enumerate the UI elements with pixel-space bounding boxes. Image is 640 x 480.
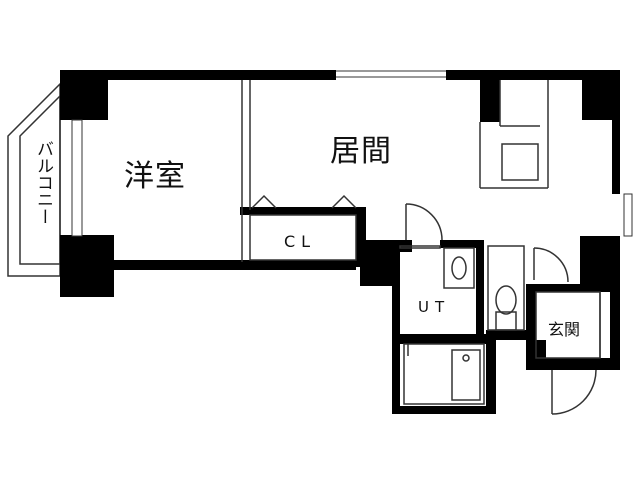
partitions (241, 80, 601, 405)
room-label-utility: UT (418, 298, 451, 316)
room-label-western-room: 洋室 (124, 159, 186, 194)
doors (405, 203, 597, 415)
room-label-balcony: バルコニー (33, 140, 53, 225)
windows (71, 68, 633, 237)
balcony (7, 82, 61, 277)
room-label-living-room: 居間 (330, 134, 392, 169)
walls (60, 70, 620, 414)
room-label-entrance: 玄関 (548, 320, 581, 339)
room-label-closet: CL (284, 232, 317, 251)
